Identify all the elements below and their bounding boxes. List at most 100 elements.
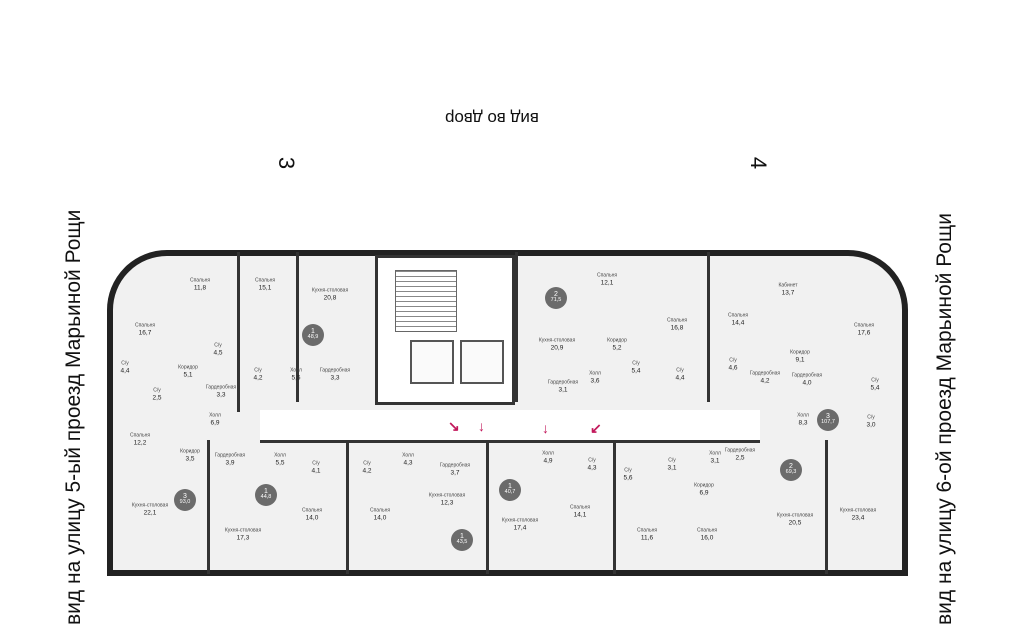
wall	[707, 252, 710, 402]
room-area: 4,5	[213, 349, 223, 357]
room-area: 9,1	[795, 356, 805, 364]
room-name: Гардеробная	[791, 372, 823, 379]
room-area: 5,5	[275, 459, 285, 467]
room-name: Спальня	[134, 322, 156, 329]
room-name: Спальня	[596, 272, 618, 279]
room-area: 2,5	[735, 454, 745, 462]
room-name: Спальня	[696, 527, 718, 534]
room-area: 5,4	[631, 367, 641, 375]
room-name: Спальня	[636, 527, 658, 534]
room-name: Гардеробная	[319, 367, 351, 374]
room-name: Кабинет	[778, 282, 798, 289]
elevator	[410, 340, 454, 384]
room-name: Спальня	[129, 432, 151, 439]
room-area: 5,1	[183, 371, 193, 379]
room-area: 5,2	[612, 344, 622, 352]
room-name: С/у	[153, 387, 161, 394]
apartment-area: 48,9	[307, 334, 319, 340]
room-name: Холл	[274, 452, 286, 459]
room-name: Холл	[209, 412, 221, 419]
apartment-area: 40,7	[504, 489, 516, 495]
room-name: Холл	[290, 367, 302, 374]
room-name: Кухня-столовая	[224, 527, 262, 534]
wall	[346, 440, 349, 574]
room-area: 6,9	[699, 489, 709, 497]
room-area: 6,9	[210, 419, 220, 427]
wall	[260, 440, 760, 443]
apartment-area: 44,8	[260, 494, 272, 500]
room-name: Холл	[589, 370, 601, 377]
view-yard-label: вид во двор	[445, 109, 539, 128]
room-name: С/у	[254, 367, 262, 374]
room-name: Гардеробная	[724, 447, 756, 454]
room-name: Спальня	[301, 507, 323, 514]
room-area: 4,4	[675, 374, 685, 382]
room-area: 22,1	[143, 509, 157, 517]
room-area: 17,4	[513, 524, 527, 532]
room-name: Спальня	[569, 504, 591, 511]
elevator	[460, 340, 504, 384]
room-area: 11,6	[640, 534, 654, 542]
apartment-rooms: 1	[264, 488, 268, 495]
room-area: 3,3	[330, 374, 340, 382]
room-name: Спальня	[189, 277, 211, 284]
apartment-rooms: 2	[554, 291, 558, 298]
room-area: 15,1	[258, 284, 272, 292]
room-name: Холл	[402, 452, 414, 459]
room-name: С/у	[214, 342, 222, 349]
staircase	[395, 270, 457, 332]
entrance-arrow-icon: ↓	[478, 418, 485, 434]
room-name: Гардеробная	[205, 384, 237, 391]
common-corridor	[260, 410, 760, 442]
wall	[825, 440, 828, 574]
apartment-area: 107,7	[821, 419, 835, 425]
room-name: Кухня-столовая	[538, 337, 576, 344]
room-area: 16,7	[138, 329, 152, 337]
room-area: 17,6	[857, 329, 871, 337]
apartment-rooms: 3	[826, 413, 830, 420]
room-area: 12,2	[133, 439, 147, 447]
room-name: С/у	[871, 377, 879, 384]
room-name: Спальня	[666, 317, 688, 324]
room-name: Спальня	[727, 312, 749, 319]
view-left-label: вид на улицу 5-ый проезд Марьиной Рощи	[62, 209, 85, 625]
room-area: 4,1	[311, 467, 321, 475]
room-name: Коридор	[607, 337, 627, 344]
room-name: С/у	[624, 467, 632, 474]
room-name: С/у	[867, 414, 875, 421]
room-name: Коридор	[178, 364, 198, 371]
